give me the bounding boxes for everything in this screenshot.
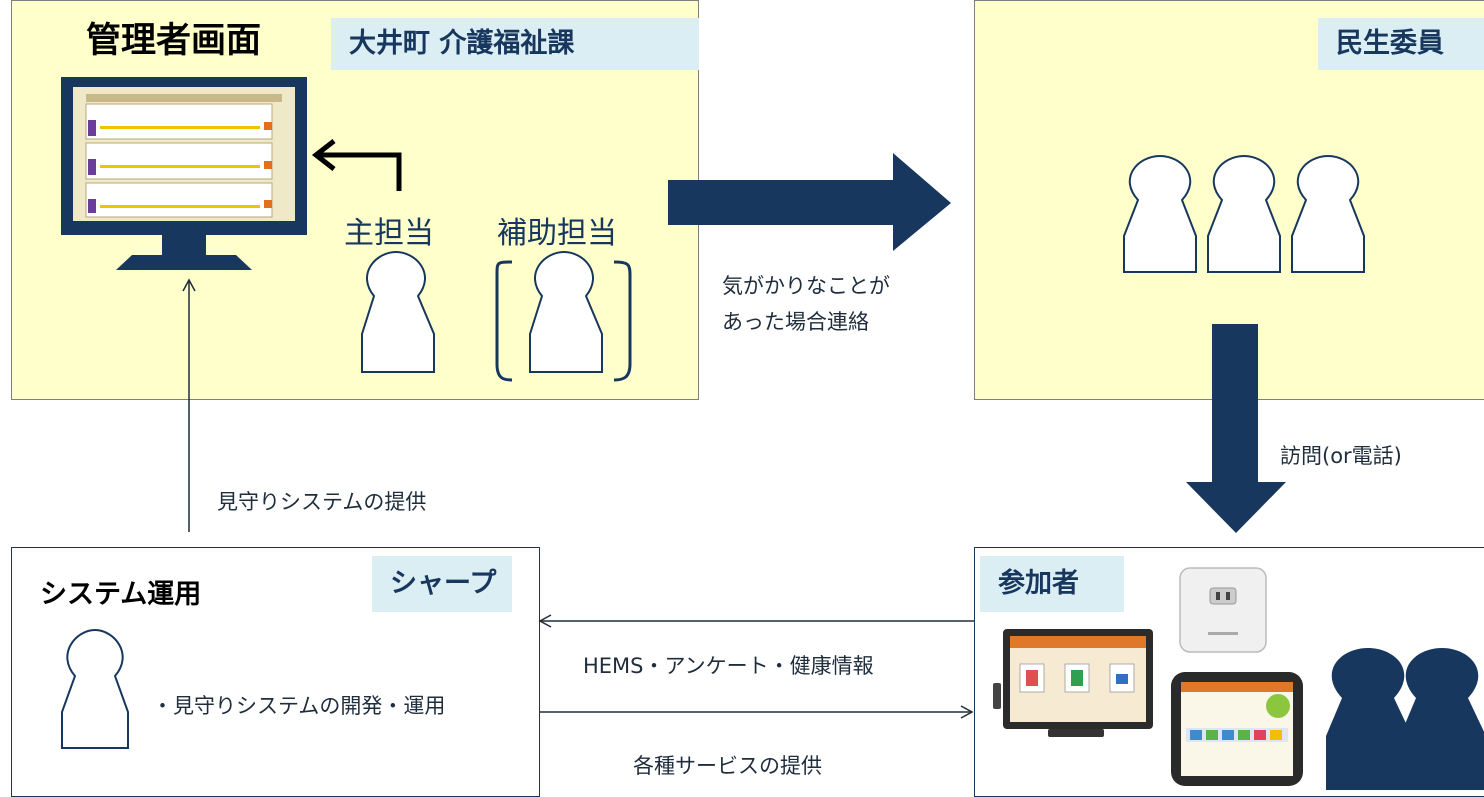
contact-label-line2: あった場合連絡 [722,310,869,334]
participant-tag: 参加者 [980,556,1124,612]
welfare-person-icon-1 [1123,154,1197,273]
admin-screen-title: 管理者画面 [86,21,262,61]
visit-big-arrow [1186,324,1286,533]
system-operator-person-icon [61,628,129,749]
bent-arrow [311,139,402,191]
welfare-person-icon-2 [1207,154,1281,273]
monitor-screen-content [85,94,282,218]
assist-brackets [495,260,632,382]
org-tag: 大井町 介護福祉課 [331,18,699,70]
welfare-tag: 民生委員 [1318,18,1484,70]
welfare-person-icon-3 [1291,154,1365,273]
participant-person-icon-1 [1326,648,1412,790]
company-tag: シャープ [372,556,512,612]
system-duty: ・見守りシステムの開発・運用 [152,694,446,718]
smart-plug-icon [1179,567,1267,653]
visit-label: 訪問(or電話) [1280,444,1402,468]
main-staff-person-icon [361,250,435,373]
participant-person-icon-2 [1400,648,1484,790]
data-flow-label: HEMS・アンケート・健康情報 [583,654,874,678]
assist-staff-label: 補助担当 [497,216,617,251]
system-title: システム運用 [40,579,202,610]
contact-label-line1: 気がかりなことが [722,274,890,298]
provide-label: 見守りシステムの提供 [217,490,427,514]
assist-staff-person-icon [529,250,603,373]
service-label: 各種サービスの提供 [633,754,822,778]
tablet-icon [1171,672,1303,786]
main-staff-label: 主担当 [344,216,434,251]
tv-icon [993,629,1153,737]
contact-big-arrow [668,153,951,251]
admin-monitor-icon [61,77,307,270]
